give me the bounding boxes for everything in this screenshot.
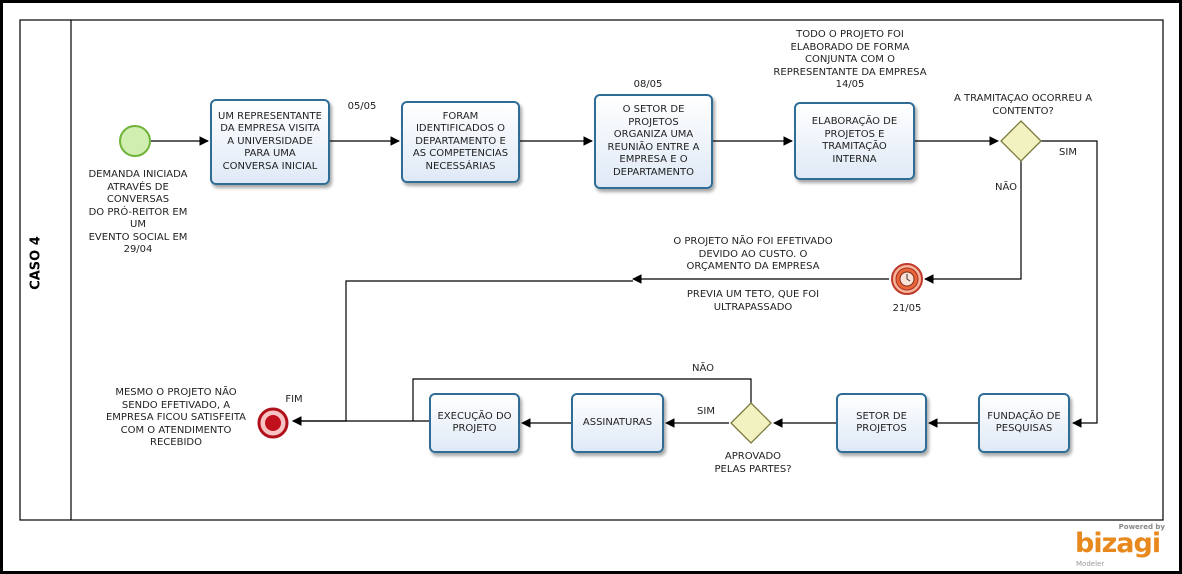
task-setor-projetos[interactable]: SETOR DE PROJETOS [836, 393, 927, 453]
start-event-label: DEMANDA INICIADA ATRAVÉS DE CONVERSAS DO… [88, 169, 188, 255]
bizagi-wordmark: bizagi [1075, 528, 1161, 559]
gateway-aprovado-yes: SIM [697, 406, 715, 417]
end-event [257, 407, 289, 439]
task-identificados[interactable]: FORAM IDENTIFICADOS O DEPARTAMENTO E AS … [401, 101, 520, 183]
pool-border [19, 19, 1164, 521]
task-fundacao-pesquisas[interactable]: FUNDAÇÃO DE PESQUISAS [978, 393, 1070, 453]
modeler-text: Modeler [1076, 560, 1105, 568]
diagram-canvas: CASO 4 DEMANDA INICIADA ATRAVÉS DE CONVE… [3, 3, 1179, 571]
cancel-reason-bottom: PREVIA UM TETO, QUE FOI ULTRAPASSADO [686, 289, 820, 313]
cancel-reason-top: O PROJETO NÃO FOI EFETIVADO DEVIDO AO CU… [673, 236, 833, 272]
timer-date-label: 21/05 [892, 303, 922, 314]
powered-by-text: Powered by [1118, 523, 1165, 531]
gateway-aprovado [730, 402, 772, 444]
connectors-layer [19, 19, 1164, 521]
gateway-aprovado-label: APROVADO PELAS PARTES? [714, 451, 792, 475]
date-label-0505: 05/05 [347, 101, 377, 112]
flow-gateway1-yes [1041, 140, 1098, 428]
gateway-tramitacao-label: A TRAMITAÇAO OCORREU A CONTENTO? [953, 93, 1093, 117]
end-event-label: FIM [285, 394, 303, 405]
task-representante-visita[interactable]: UM REPRESENTANTE DA EMPRESA VISITA A UNI… [210, 99, 330, 185]
start-event [119, 125, 151, 157]
bizagi-logo: Powered by bizagi Modeler [1073, 523, 1165, 571]
pool-label: CASO 4 [28, 236, 44, 290]
task-assinaturas[interactable]: ASSINATURAS [571, 393, 664, 453]
date-label-0805: 08/05 [633, 79, 663, 90]
gateway-tramitacao-no: NÃO [994, 182, 1018, 193]
flow-gateway2-no [412, 378, 752, 421]
task-execucao-projeto[interactable]: EXECUÇÃO DO PROJETO [429, 393, 520, 453]
flow-gateway1-no [924, 161, 1022, 284]
gateway-tramitacao-yes: SIM [1059, 147, 1077, 158]
timer-event [891, 263, 923, 295]
gateway-tramitacao [1000, 120, 1042, 162]
end-event-note: MESMO O PROJETO NÃO SENDO EFETIVADO, A E… [105, 387, 247, 448]
annotation-projeto-conjunto: TODO O PROJETO FOI ELABORADO DE FORMA CO… [773, 29, 927, 90]
task-elaboracao-projetos[interactable]: ELABORAÇÃO DE PROJETOS E TRAMITAÇÃO INTE… [794, 102, 915, 180]
task-setor-organiza-reuniao[interactable]: O SETOR DE PROJETOS ORGANIZA UMA REUNIÃO… [594, 94, 713, 189]
gateway-aprovado-no: NÃO [691, 363, 715, 374]
